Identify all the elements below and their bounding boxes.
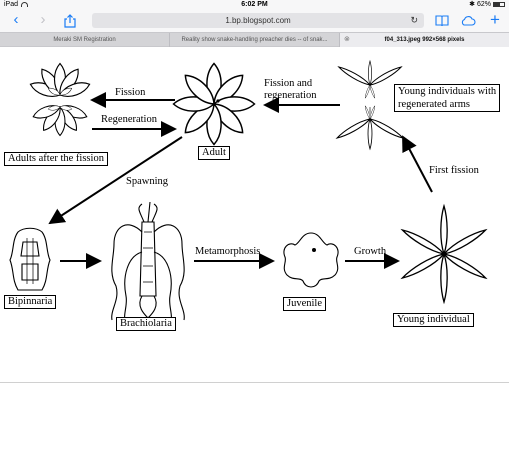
life-cycle-figure [9,60,488,325]
cloud-icon [461,16,476,26]
label-fission: Fission [115,87,146,98]
label-brachiolaria: Brachiolaria [116,317,176,331]
address-text: 1.bp.blogspot.com [225,16,291,25]
tab-label: Meraki SM Registration [53,37,116,43]
tab-meraki[interactable]: Meraki SM Registration [0,33,170,47]
share-button[interactable] [60,11,80,31]
brachiolaria-drawing [111,201,185,325]
wifi-icon [21,1,29,7]
label-metamorphosis: Metamorphosis [195,246,261,257]
label-regeneration: Regeneration [101,114,157,125]
new-tab-button[interactable]: + [490,10,500,29]
image-viewer: Adults after the fission Adult Fission R… [0,47,509,383]
bookmarks-button[interactable] [432,11,452,31]
label-fission-and-regeneration-line1: Fission and [264,78,313,89]
label-first-fission: First fission [429,165,479,176]
address-bar[interactable]: 1.bp.blogspot.com ↻ [92,13,424,28]
label-young-individual: Young individual [393,313,474,327]
arrow-first-fission [402,135,433,193]
adults-after-fission-drawing [27,62,93,137]
label-spawning: Spawning [126,176,168,187]
status-battery: ✱ 62% [469,0,505,10]
bipinnaria-drawing [9,227,51,291]
reload-icon[interactable]: ↻ [410,15,418,25]
label-juvenile: Juvenile [283,297,326,311]
battery-icon [493,1,505,7]
tab-reality-show[interactable]: Reality show snake-handling preacher die… [170,33,340,47]
arrow-spawning [48,136,183,225]
book-icon [435,15,449,27]
page-divider [0,382,509,383]
tab-label: Reality show snake-handling preacher die… [181,37,328,43]
juvenile-drawing [283,232,339,288]
young-individual-drawing [400,205,488,303]
browser-toolbar: ‹ › 1.bp.blogspot.com ↻ + [0,10,509,32]
label-young-regenerated-line1: Young individuals with [398,86,497,97]
forward-button[interactable]: › [40,11,46,28]
icloud-tabs-button[interactable] [458,11,478,31]
label-bipinnaria: Bipinnaria [4,295,57,309]
status-bar: iPad 6:02 PM ✱ 62% [0,0,509,10]
label-growth: Growth [354,246,387,257]
adult-starfish-drawing [172,62,256,146]
close-tab-icon[interactable]: ⊗ [344,36,350,43]
bluetooth-icon: ✱ [469,1,476,8]
tab-active-image[interactable]: ⊗ f04_313.jpeg 992×568 pixels [340,33,509,47]
tab-bar: Meraki SM Registration Reality show snak… [0,32,509,47]
label-young-regenerated: Young individuals with regenerated arms [394,84,501,112]
status-time: 6:02 PM [241,1,268,8]
label-young-regenerated-line2: regenerated arms [398,99,470,110]
status-device: iPad [4,0,29,10]
share-icon [64,14,76,28]
label-fission-and-regeneration-line2: regeneration [264,90,317,101]
tab-label: f04_313.jpeg 992×568 pixels [384,37,465,43]
label-adult: Adult [198,146,230,160]
back-button[interactable]: ‹ [13,11,19,28]
label-adults-after-fission: Adults after the fission [4,152,108,166]
